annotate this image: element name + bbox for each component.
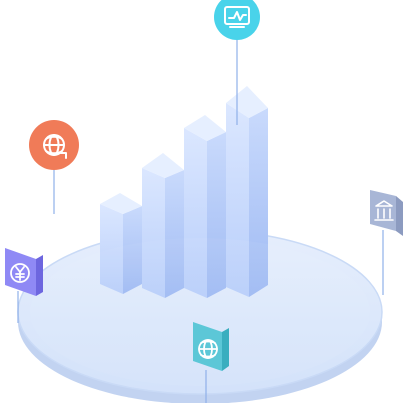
web-globe-badge: [193, 322, 229, 371]
bar-1-top: [100, 193, 142, 214]
bar-chart: [30, 86, 370, 386]
bar-2-top: [142, 153, 184, 178]
yen-badge: [5, 248, 43, 296]
bar-3-top: [184, 115, 226, 141]
monitor-chart-icon: [224, 6, 250, 28]
bar-2-front: [142, 168, 165, 298]
bar-3-side: [207, 132, 226, 298]
globe-exchange-icon: [43, 134, 67, 159]
monitor-chart-badge: [214, 0, 260, 40]
yen-tile-side: [36, 255, 43, 296]
web-tile-front: [193, 322, 222, 371]
globe-exchange-badge: [29, 120, 79, 170]
bank-icon: [374, 200, 394, 221]
bank-tile-front: [370, 190, 396, 231]
bar-1-front: [100, 204, 123, 294]
connector-stems: [17, 40, 384, 403]
bar-1: [100, 193, 142, 294]
bank-tile-side: [396, 196, 403, 236]
bar-4-top: [226, 86, 268, 118]
bar-3-front: [184, 128, 207, 298]
bar-3: [184, 115, 226, 298]
bar-2: [142, 153, 184, 298]
bank-badge: [370, 190, 403, 236]
yen-coin-icon: [10, 263, 30, 283]
bar-2-side: [165, 170, 184, 298]
globe-web-icon: [198, 339, 218, 359]
bar-4: [226, 86, 268, 297]
bar-4-front: [226, 103, 249, 297]
platform-overlay: [30, 238, 370, 386]
bar-1-side: [123, 206, 142, 294]
bar-4-side: [249, 108, 268, 297]
web-tile-side: [222, 328, 229, 371]
